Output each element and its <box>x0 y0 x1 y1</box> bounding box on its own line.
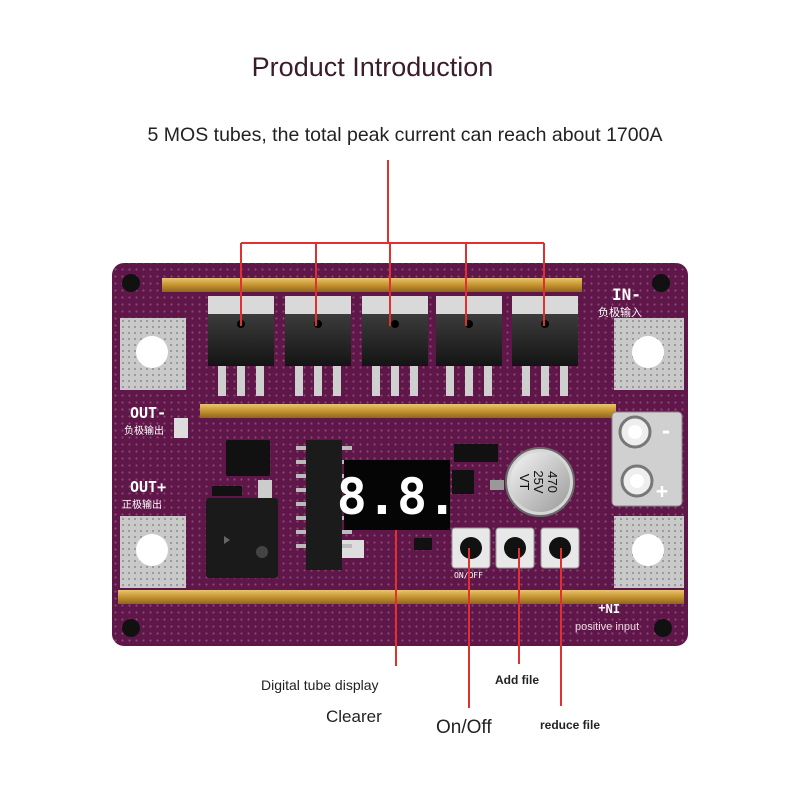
mos-tube <box>285 296 351 396</box>
add-button <box>495 527 535 569</box>
page-title: Product Introduction <box>251 52 494 82</box>
mounting-holes <box>122 274 672 637</box>
display-digits: 8.8. <box>337 468 457 526</box>
in-plus-partial: IN+ <box>598 601 620 615</box>
mos-tube <box>436 296 502 396</box>
buzzer <box>206 498 278 578</box>
cap-label-2: 25V <box>531 470 546 493</box>
minus-sign: - <box>660 419 672 443</box>
callout-clearer: Clearer <box>326 707 382 726</box>
positive-input-label: positive input <box>575 621 639 633</box>
cap-label-3: VT <box>517 474 532 491</box>
out-plus-cn: 正极输出 <box>122 498 162 511</box>
callout-digital-display: Digital tube display <box>261 677 379 693</box>
bus-bars <box>118 278 684 604</box>
mos-description: 5 MOS tubes, the total peak current can … <box>147 124 663 146</box>
in-minus-cn: 负极输入 <box>598 305 642 319</box>
out-plus-label: OUT+ <box>130 478 166 496</box>
out-minus-cn: 负极输出 <box>124 424 164 437</box>
terminal-lugs <box>611 411 683 507</box>
cap-label-1: 470 <box>545 471 560 493</box>
mcu-chip <box>296 440 352 570</box>
plus-sign: + <box>656 479 668 503</box>
capacitor: 470 25V VT <box>505 447 575 517</box>
mos-tubes <box>208 296 578 396</box>
mos-tube <box>362 296 428 396</box>
digital-tube-display: 8.8. <box>337 460 457 530</box>
onoff-button <box>451 527 491 569</box>
callout-lines <box>240 160 562 708</box>
silkscreen: IN- 负极输入 OUT- 负极输出 OUT+ 正极输出 - + IN+ pos… <box>122 285 672 633</box>
smd-components <box>174 418 504 558</box>
in-minus-label: IN- <box>612 285 641 304</box>
callout-add-file: Add file <box>495 673 539 687</box>
callout-on-off: On/Off <box>436 717 492 738</box>
copper-pads <box>120 318 684 588</box>
callout-reduce-file: reduce file <box>540 718 601 732</box>
out-minus-label: OUT- <box>130 404 166 422</box>
